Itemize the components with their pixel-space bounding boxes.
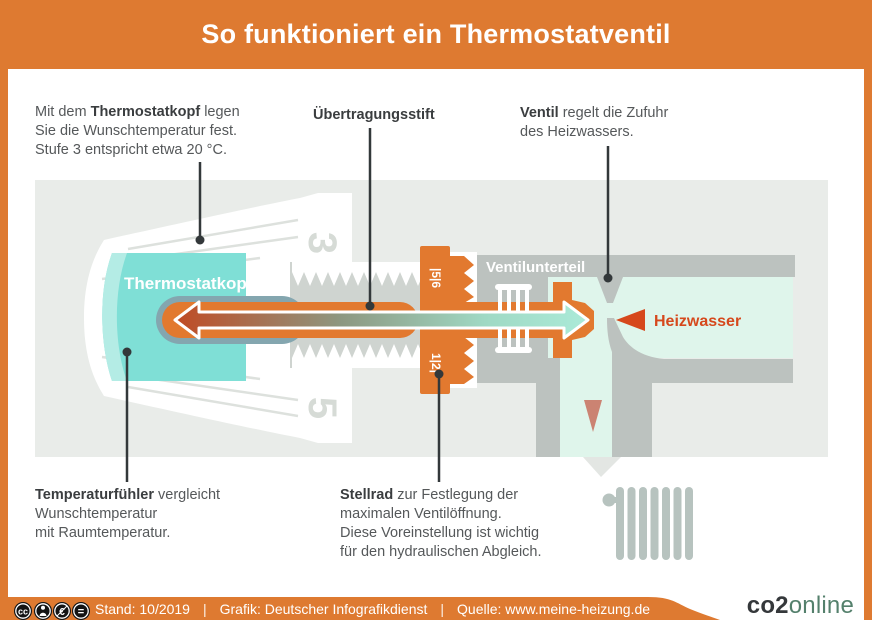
pointer-dot-stellrad xyxy=(434,369,444,379)
logo-online: online xyxy=(788,592,854,619)
cc-nd-icon: = xyxy=(72,602,90,620)
collar-thread-bottom xyxy=(292,344,424,368)
footer-grafik: Grafik: Deutscher Infografikdienst xyxy=(219,600,428,617)
cc-by-icon xyxy=(34,602,52,620)
svg-text:€: € xyxy=(59,607,65,618)
co2online-logo: co2online xyxy=(747,592,854,620)
footer-quelle: Quelle: www.meine-heizung.de xyxy=(457,600,651,617)
callout-thermostatkopf: Mit dem Thermostatkopf legen Sie die Wun… xyxy=(35,103,240,160)
callout-uebertragungsstift: Übertragungsstift xyxy=(313,106,435,125)
flow-arrow xyxy=(173,300,590,340)
temperature-sensor-highlight xyxy=(102,253,127,381)
callout-keyword: Thermostatkopf xyxy=(90,104,201,120)
callout-text: für den hydraulischen Abgleich. xyxy=(340,544,542,560)
ventilunterteil-label: Ventilunterteil xyxy=(486,259,585,276)
valve-seat xyxy=(597,277,623,303)
callout-stellrad: Stellrad zur Festlegung der maximalen Ve… xyxy=(340,486,542,562)
valve-body-top-wall xyxy=(425,255,795,277)
svg-text:cc: cc xyxy=(18,607,28,617)
callout-text: vergleicht xyxy=(153,487,221,503)
logo-co2: co2 xyxy=(746,592,789,619)
callout-text: maximalen Ventilöffnung. xyxy=(340,506,502,522)
header-bar: So funktioniert ein Thermostatventil xyxy=(0,0,872,69)
callout-keyword: Übertragungsstift xyxy=(313,107,435,123)
stellrad-teeth-top xyxy=(450,256,474,303)
downpipe-right-wall xyxy=(607,318,793,457)
pointer-lines xyxy=(125,128,610,482)
downpipe-water xyxy=(560,358,612,457)
footer-credits: Stand: 10/2019 | Grafik: Deutscher Infog… xyxy=(95,597,650,620)
footer-band-shape xyxy=(0,597,720,620)
callout-text: Diese Voreinstellung ist wichtig xyxy=(340,525,540,541)
page-title: So funktioniert ein Thermostatventil xyxy=(201,19,671,49)
pointer-dots xyxy=(122,235,613,379)
footer-separator: | xyxy=(440,600,445,617)
left-frame-border xyxy=(0,0,8,620)
head-scale-3: 3 xyxy=(300,232,344,254)
flow-down-arrow-icon xyxy=(584,400,602,432)
thermostatkopf-label: Thermostatkopf xyxy=(124,274,253,293)
right-frame-border xyxy=(864,0,872,620)
pipe-tail xyxy=(583,457,621,477)
callout-text: Mit dem xyxy=(35,104,91,120)
footer-band xyxy=(0,597,720,620)
callout-text: regelt die Zufuhr xyxy=(558,105,669,121)
pointer-dot-uebertragungsstift xyxy=(365,301,375,311)
callout-text: zur Festlegung der xyxy=(393,487,519,503)
downpipe-left-wall xyxy=(536,358,560,457)
callout-text: legen xyxy=(200,104,240,120)
callout-text: Sie die Wunschtemperatur fest. xyxy=(35,123,238,139)
stellrad-teeth-bottom xyxy=(450,337,474,384)
callout-keyword: Ventil xyxy=(520,105,559,121)
pointer-dot-temperaturfuehler xyxy=(122,347,132,357)
pointer-dot-thermostatkopf xyxy=(195,235,205,245)
head-scale-5: 5 xyxy=(300,397,344,419)
callout-text: des Heizwassers. xyxy=(520,124,634,140)
callout-keyword: Stellrad xyxy=(340,487,394,503)
callout-text: Wunschtemperatur xyxy=(35,506,158,522)
stellrad-scale-top: |5|6 xyxy=(429,268,443,288)
callout-text: mit Raumtemperatur. xyxy=(35,525,171,541)
stellrad-scale-bottom: 1|2| xyxy=(429,353,443,373)
footer-separator: | xyxy=(202,600,207,617)
heizwasser-arrow-icon xyxy=(616,309,645,331)
svg-text:=: = xyxy=(78,606,84,618)
cc-icon: cc xyxy=(14,602,32,620)
license-badges: cc € = xyxy=(14,602,90,620)
radiator-icon xyxy=(602,487,693,560)
heizwasser-label: Heizwasser xyxy=(654,313,741,330)
callout-keyword: Temperaturfühler xyxy=(35,487,154,503)
footer-stand: Stand: 10/2019 xyxy=(95,600,190,617)
pointer-dot-ventil xyxy=(603,273,613,283)
callout-text: Stufe 3 entspricht etwa 20 °C. xyxy=(35,142,227,158)
callout-ventil: Ventil regelt die Zufuhr des Heizwassers… xyxy=(520,104,668,142)
cc-nc-eu-icon: € xyxy=(53,602,71,620)
callout-temperaturfuehler: Temperaturfühler vergleicht Wunschtemper… xyxy=(35,486,220,543)
collar-thread-top xyxy=(292,262,424,286)
